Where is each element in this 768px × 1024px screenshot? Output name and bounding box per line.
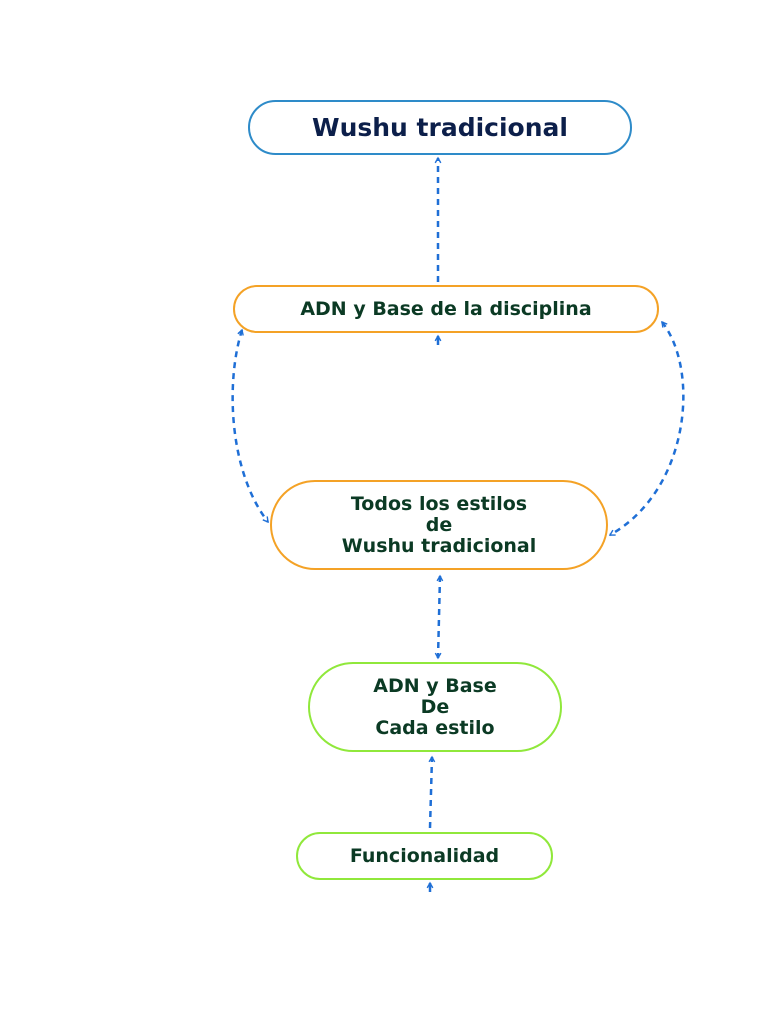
node-adn-base-cada-estilo-label: ADN y Base De Cada estilo [373, 674, 497, 739]
node-funcionalidad: Funcionalidad [296, 832, 553, 880]
node-wushu-tradicional-label: Wushu tradicional [312, 113, 568, 142]
node-wushu-tradicional: Wushu tradicional [248, 100, 632, 155]
connector-funcionalidad-to-cada [430, 757, 432, 829]
node-adn-base-cada-estilo: ADN y Base De Cada estilo [308, 662, 562, 752]
node-funcionalidad-label: Funcionalidad [349, 844, 500, 867]
node-todos-los-estilos-label: Todos los estilos de Wushu tradicional [341, 492, 537, 557]
node-adn-base-disciplina-label: ADN y Base de la disciplina [300, 297, 592, 320]
connector-right-curve [610, 322, 685, 537]
connector-left-curve [231, 330, 269, 522]
connector-estilos-to-cada [438, 576, 440, 658]
node-todos-los-estilos: Todos los estilos de Wushu tradicional [270, 480, 608, 570]
node-adn-base-disciplina: ADN y Base de la disciplina [233, 285, 659, 333]
